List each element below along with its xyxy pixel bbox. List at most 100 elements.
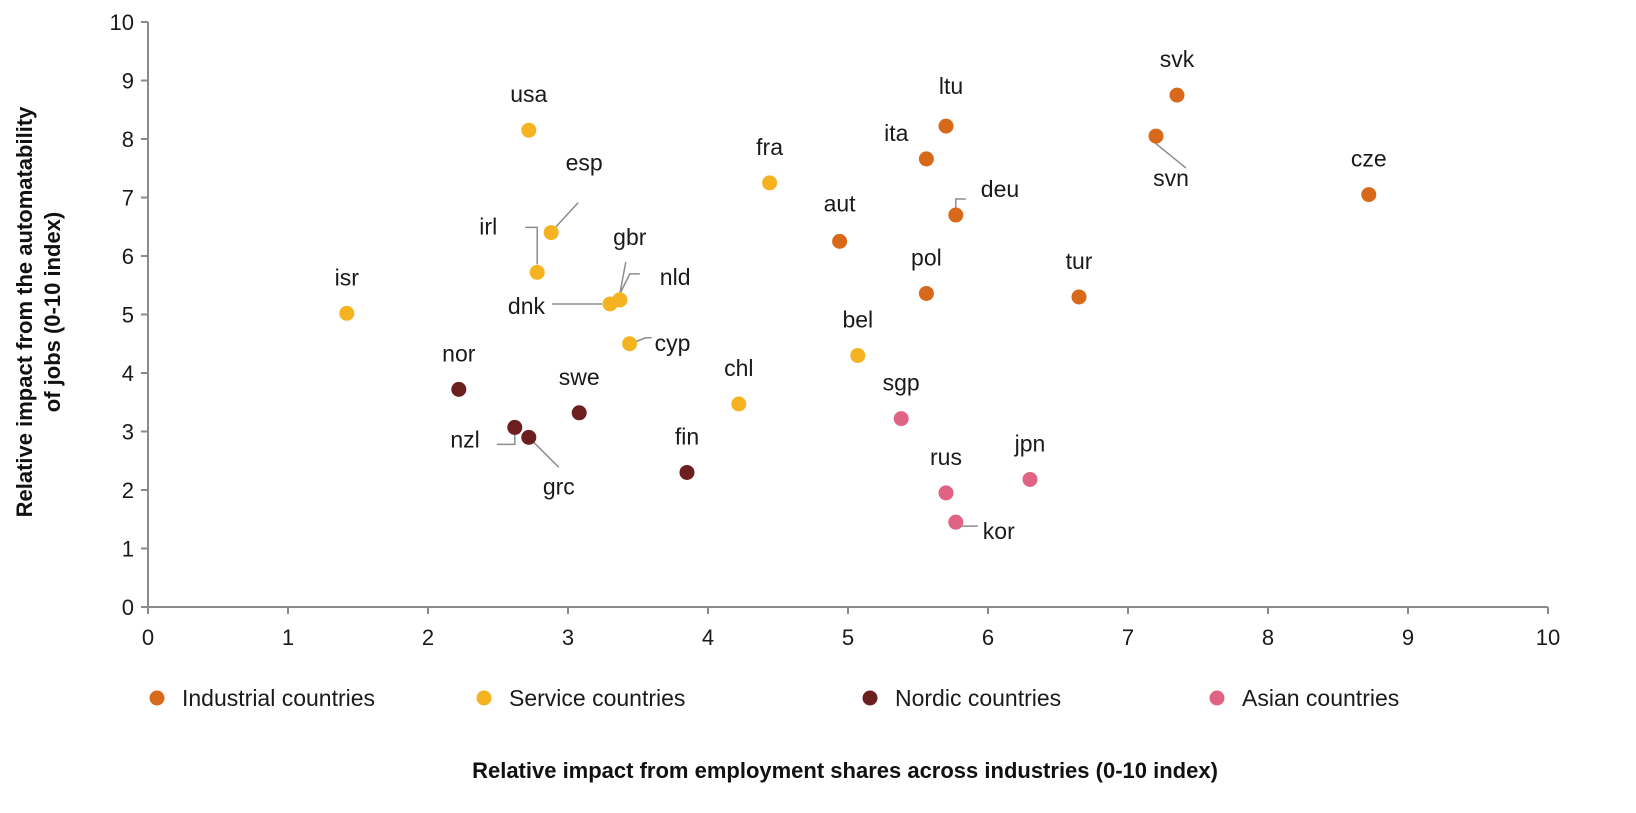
point-svn — [1148, 128, 1164, 144]
point-cze — [1361, 187, 1377, 203]
y-axis-title-line: Relative impact from the automatability — [12, 106, 37, 518]
leader-line-gbr — [619, 261, 627, 295]
x-tick-label: 5 — [842, 625, 854, 650]
point-label-grc: grc — [543, 473, 575, 499]
leader-line-cyp — [635, 337, 652, 343]
point-label-tur: tur — [1066, 248, 1093, 274]
x-tick-label: 7 — [1122, 625, 1134, 650]
point-label-irl: irl — [479, 213, 497, 239]
point-jpn — [1022, 471, 1038, 487]
y-tick-label: 3 — [122, 420, 134, 445]
point-label-svn: svn — [1153, 165, 1189, 191]
x-tick-label: 1 — [282, 625, 294, 650]
y-tick-label: 7 — [122, 186, 134, 211]
point-nor — [451, 381, 467, 397]
point-kor — [948, 514, 964, 530]
leader-lines — [496, 141, 1187, 527]
axes: 0 1 2 3 4 5 6 7 8 9 10 0 1 2 3 4 5 6 7 8 9 10 — [110, 10, 1561, 650]
point-label-ltu: ltu — [939, 73, 963, 99]
y-tick-label: 0 — [122, 595, 134, 620]
point-label-swe: swe — [559, 364, 600, 390]
x-tick-label: 2 — [422, 625, 434, 650]
y-tick-label: 1 — [122, 537, 134, 562]
data-points — [339, 87, 1377, 530]
point-label-ita: ita — [884, 120, 909, 146]
point-irl — [529, 264, 545, 280]
point-aut — [832, 233, 848, 249]
x-tick-label: 0 — [142, 625, 154, 650]
point-label-cyp: cyp — [655, 330, 691, 356]
legend: Industrial countries Service countries Nor… — [149, 685, 1399, 711]
point-nld — [612, 292, 628, 308]
point-grc — [521, 429, 537, 445]
x-tick-label: 3 — [562, 625, 574, 650]
y-tick-label: 6 — [122, 244, 134, 269]
y-tick-label: 2 — [122, 478, 134, 503]
x-tick-label: 8 — [1262, 625, 1274, 650]
legend-marker — [1209, 690, 1225, 706]
y-tick-label: 9 — [122, 69, 134, 94]
x-tick-label: 9 — [1402, 625, 1414, 650]
leader-line-nzl — [496, 433, 516, 446]
leader-line-nld — [619, 273, 640, 295]
legend-label: Asian countries — [1242, 685, 1399, 711]
point-ltu — [938, 118, 954, 134]
point-label-cze: cze — [1351, 146, 1387, 172]
x-tick-label: 6 — [982, 625, 994, 650]
y-tick-label: 8 — [122, 127, 134, 152]
point-cyp — [622, 336, 638, 352]
x-tick-label: 10 — [1536, 625, 1560, 650]
point-usa — [521, 122, 537, 138]
point-label-fin: fin — [675, 423, 699, 449]
point-label-nld: nld — [660, 264, 691, 290]
point-label-deu: deu — [981, 176, 1019, 202]
x-axis-title: Relative impact from employment shares a… — [472, 758, 1218, 783]
point-label-bel: bel — [842, 306, 873, 332]
point-nzl — [507, 419, 523, 435]
point-sgp — [893, 411, 909, 427]
point-label-pol: pol — [911, 244, 942, 270]
point-label-svk: svk — [1160, 46, 1195, 72]
legend-marker — [476, 690, 492, 706]
point-label-chl: chl — [724, 355, 753, 381]
legend-label: Nordic countries — [895, 685, 1061, 711]
point-label-gbr: gbr — [613, 224, 647, 250]
legend-label: Service countries — [509, 685, 685, 711]
legend-marker — [862, 690, 878, 706]
y-tick-label: 4 — [122, 361, 134, 386]
point-swe — [571, 405, 587, 421]
y-tick-label: 5 — [122, 303, 134, 328]
point-ita — [918, 151, 934, 167]
leader-line-irl — [525, 226, 538, 265]
leader-line-esp — [554, 202, 579, 229]
y-tick-label: 10 — [110, 10, 134, 35]
leader-line-deu — [955, 198, 966, 210]
point-label-kor: kor — [983, 518, 1015, 544]
point-rus — [938, 485, 954, 501]
point-esp — [543, 225, 559, 241]
point-label-fra: fra — [756, 134, 783, 160]
point-svk — [1169, 87, 1185, 103]
point-label-nor: nor — [442, 340, 476, 366]
point-label-jpn: jpn — [1014, 430, 1046, 456]
x-tick-label: 4 — [702, 625, 714, 650]
legend-marker — [149, 690, 165, 706]
point-label-esp: esp — [566, 150, 603, 176]
point-label-rus: rus — [930, 444, 962, 470]
point-label-usa: usa — [510, 81, 547, 107]
point-fin — [679, 464, 695, 480]
y-axis-title-line: of jobs (0-10 index) — [40, 212, 65, 412]
point-bel — [850, 347, 866, 363]
point-isr — [339, 305, 355, 321]
point-label-sgp: sgp — [883, 370, 920, 396]
leader-line-grc — [533, 441, 560, 468]
point-label-nzl: nzl — [450, 426, 479, 452]
point-deu — [948, 207, 964, 223]
point-tur — [1071, 289, 1087, 305]
legend-label: Industrial countries — [182, 685, 375, 711]
point-chl — [731, 396, 747, 412]
point-label-dnk: dnk — [508, 293, 546, 319]
